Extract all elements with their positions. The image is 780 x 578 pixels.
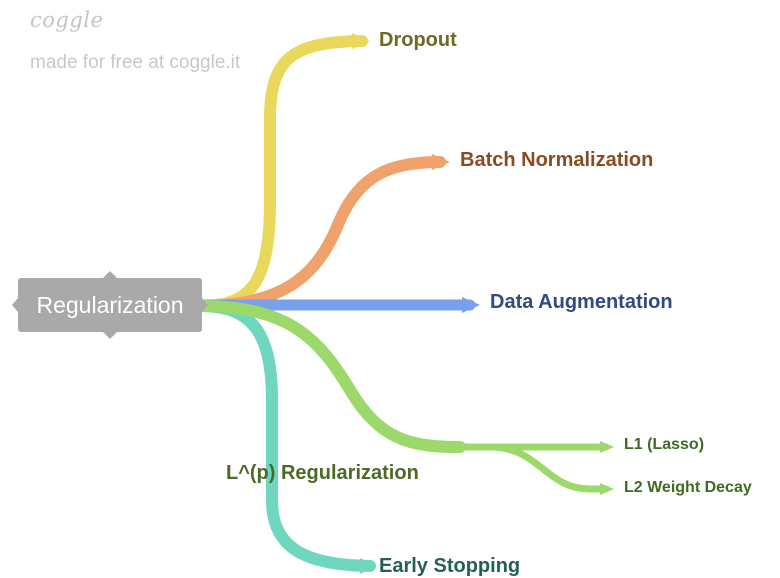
arrowhead-batch-normalization (432, 154, 450, 170)
branch-label-l1-lasso[interactable]: L1 (Lasso) (624, 436, 705, 453)
branch-label-batch-normalization[interactable]: Batch Normalization (460, 149, 654, 171)
branch-batch-normalization (194, 156, 446, 312)
branch-early-stopping (194, 300, 376, 572)
branch-l2 (486, 443, 610, 493)
branch-label-early-stopping[interactable]: Early Stopping (379, 555, 521, 577)
coggle-tagline[interactable]: made for free at coggle.it (30, 52, 241, 73)
node-notch-right (202, 298, 208, 312)
arrowhead-l2 (600, 483, 614, 495)
arrowhead-data-augmentation (462, 297, 480, 313)
arrowhead-dropout (352, 33, 370, 49)
node-notch-left (12, 298, 18, 312)
branch-lp-regularization (194, 300, 466, 453)
branch-label-lp-regularization[interactable]: L^(p) Regularization (226, 462, 419, 484)
arrowhead-early-stopping (360, 558, 376, 574)
branch-dropout (194, 35, 368, 312)
branch-label-l2-weight-decay[interactable]: L2 Weight Decay (624, 479, 752, 496)
coggle-logo[interactable]: coggle (30, 8, 104, 32)
center-node-label: Regularization (36, 291, 184, 318)
center-node-regularization[interactable]: Regularization (12, 271, 208, 339)
branch-label-data-augmentation[interactable]: Data Augmentation (490, 291, 673, 313)
branch-label-dropout[interactable]: Dropout (379, 29, 457, 51)
arrowhead-l1 (600, 441, 614, 453)
